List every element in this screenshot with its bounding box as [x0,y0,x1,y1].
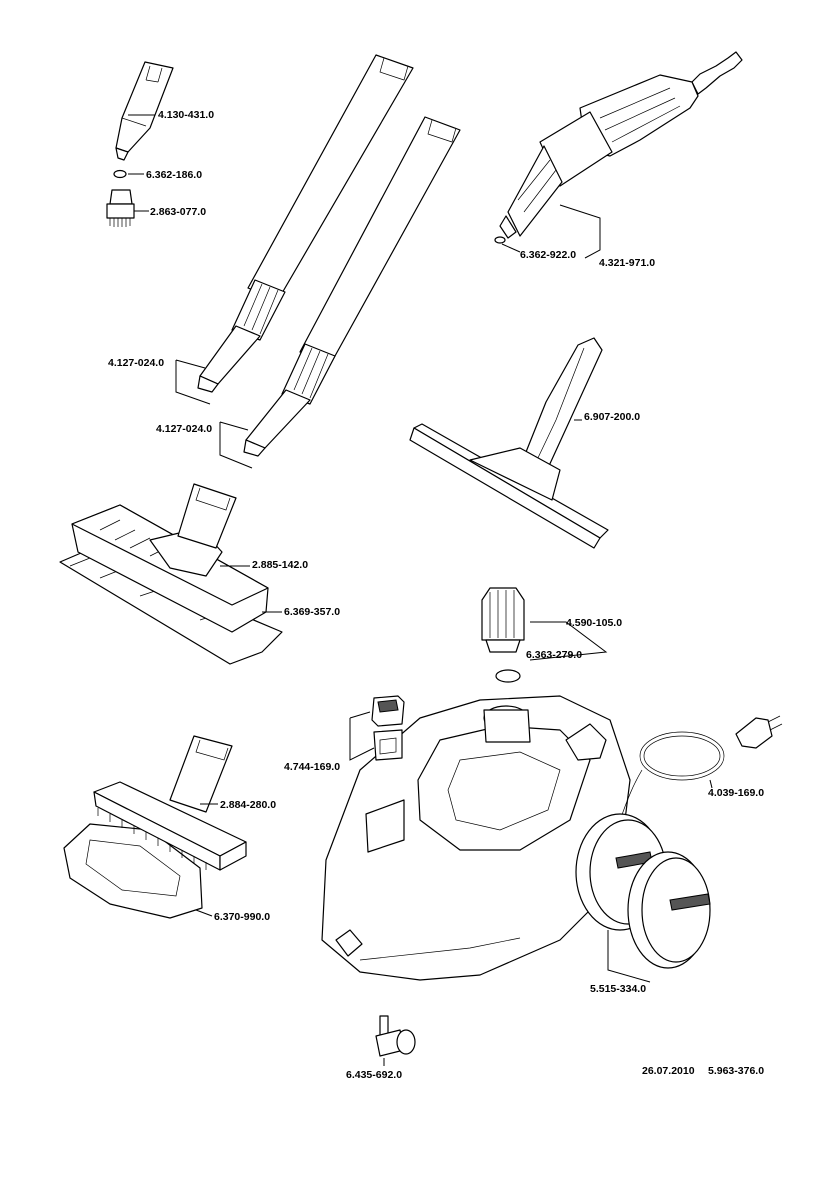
part-label-power-cord: 4.039-169.0 [708,787,764,799]
part-label-terry-cover: 6.370-990.0 [214,911,270,923]
part-label-extension-tube-2: 4.127-024.0 [156,423,212,435]
part-label-nozzle-oring: 6.362-186.0 [146,169,202,181]
part-label-castor: 6.435-692.0 [346,1069,402,1081]
part-label-safety-cap: 4.590-105.0 [566,617,622,629]
round-brush-drawing [107,190,134,227]
castor-drawing [376,1016,415,1056]
footer-date: 26.07.2010 [642,1065,695,1077]
part-label-steam-gun: 4.321-971.0 [599,257,655,269]
switch-drawing [372,696,404,760]
safety-cap-drawing [482,588,524,682]
part-label-floor-nozzle: 2.885-142.0 [252,559,308,571]
part-label-switch: 4.744-169.0 [284,761,340,773]
part-label-cap-seal: 6.363-279.0 [526,649,582,661]
footer-drawing-number: 5.963-376.0 [708,1065,764,1077]
window-squeegee-drawing [410,338,608,548]
part-label-window-squeegee: 6.907-200.0 [584,411,640,423]
part-label-extension-tube-1: 4.127-024.0 [108,357,164,369]
part-label-hand-nozzle: 2.884-280.0 [220,799,276,811]
part-label-nozzle: 4.130-431.0 [158,109,214,121]
part-label-wheel: 5.515-334.0 [590,983,646,995]
power-cord-drawing [620,716,782,820]
wheel-drawing [576,814,710,968]
part-label-gun-oring: 6.362-922.0 [520,249,576,261]
part-label-round-brush: 2.863-077.0 [150,206,206,218]
steam-gun-drawing [495,52,742,243]
part-label-floor-cloth: 6.369-357.0 [284,606,340,618]
